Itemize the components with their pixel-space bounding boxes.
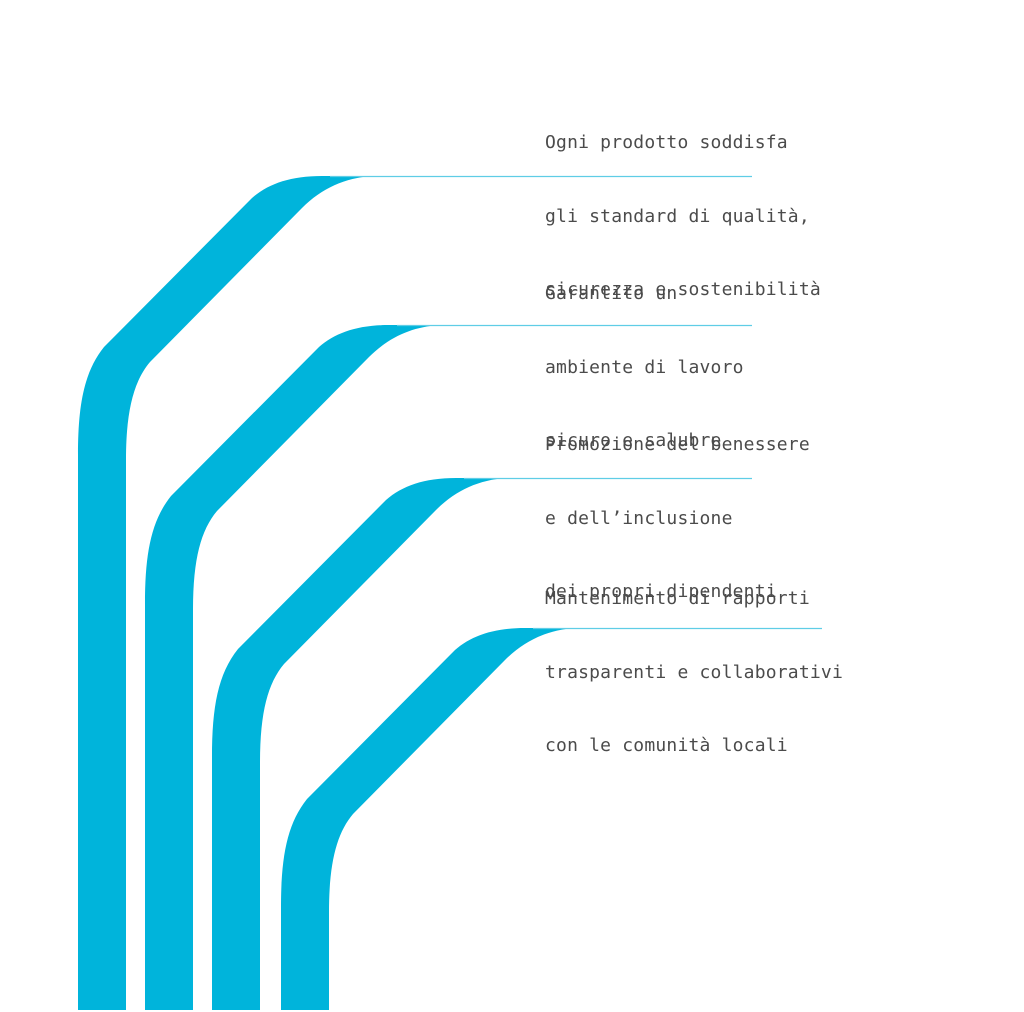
band-3 xyxy=(212,477,752,1012)
label-safe-workplace: Garantito un ambiente di lavoro sicuro e… xyxy=(545,233,744,478)
label-line: trasparenti e collaborativi xyxy=(545,661,843,683)
label-line: Promozione del benessere xyxy=(545,434,810,455)
label-line: Garantito un xyxy=(545,283,678,304)
label-line: gli standard di qualità, xyxy=(545,205,810,227)
label-employee-wellbeing: Promozione del benessere e dell’inclusio… xyxy=(545,384,810,629)
label-line: Ogni prodotto soddisfa xyxy=(545,132,788,153)
label-line: sicuro e salubre xyxy=(545,430,722,451)
label-line: e dell’inclusione xyxy=(545,507,733,529)
label-line: Mantenimento di rapporti xyxy=(545,588,810,609)
label-line: sicurezza e sostenibilità xyxy=(545,279,821,300)
label-line: con le comunità locali xyxy=(545,735,788,756)
band-4 xyxy=(281,627,822,1012)
band-1 xyxy=(78,175,752,1010)
label-line: ambiente di lavoro xyxy=(545,356,744,378)
band-2 xyxy=(145,324,752,1012)
label-community-relations: Mantenimento di rapporti trasparenti e c… xyxy=(545,538,843,783)
label-product-standards: Ogni prodotto soddisfa gli standard di q… xyxy=(545,82,821,327)
label-line: dei propri dipendenti xyxy=(545,581,777,602)
